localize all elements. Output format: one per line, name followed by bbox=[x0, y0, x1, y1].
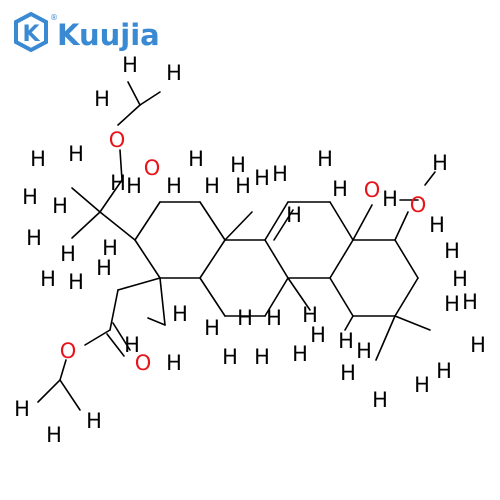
hydrogen-label: H bbox=[26, 226, 42, 250]
hydrogen-label: H bbox=[166, 351, 182, 375]
hydrogen-label: H bbox=[462, 290, 478, 314]
hydrogen-label: H bbox=[94, 87, 110, 111]
hydrogen-label: H bbox=[235, 174, 251, 198]
hydrogen-label: H bbox=[110, 171, 126, 195]
logo-wordmark: Kuujia bbox=[57, 18, 160, 52]
hydrogen-label: H bbox=[166, 61, 182, 85]
hydrogen-label: H bbox=[22, 185, 38, 209]
hydrogen-label: H bbox=[429, 213, 445, 237]
hydrogen-label: H bbox=[14, 397, 30, 421]
hydroxyl-oxygen-label: O bbox=[410, 193, 427, 217]
oxygen-label: O bbox=[60, 339, 77, 363]
hydrogen-label: H bbox=[382, 187, 398, 211]
hydrogen-label: H bbox=[102, 236, 118, 260]
hydrogen-label: H bbox=[452, 267, 468, 291]
hydrogen-label: H bbox=[222, 345, 238, 369]
hydrogen-label: H bbox=[254, 166, 270, 190]
hydrogen-label: H bbox=[338, 329, 354, 353]
hydrogen-label: H bbox=[96, 256, 112, 280]
hydrogen-label: H bbox=[188, 147, 204, 171]
hydrogen-atoms: H H H H H H H H H H H H H H H H H H H H … bbox=[14, 53, 486, 447]
hydrogen-label: H bbox=[332, 177, 348, 201]
hydrogen-label: H bbox=[317, 147, 333, 171]
hydrogen-label: H bbox=[46, 423, 62, 447]
hydrogen-label: H bbox=[372, 388, 388, 412]
hydrogen-label: H bbox=[68, 142, 84, 166]
oxygen-label: O bbox=[109, 128, 126, 152]
hydrogen-label: H bbox=[414, 373, 430, 397]
hydrogen-label: H bbox=[266, 306, 282, 330]
hydrogen-label: H bbox=[172, 302, 188, 326]
hydrogen-label: H bbox=[68, 270, 84, 294]
logo-registered-mark: ® bbox=[50, 13, 58, 22]
oxygen-label: O bbox=[135, 351, 152, 375]
hydrogen-label: H bbox=[310, 323, 326, 347]
hydrogen-label: H bbox=[86, 409, 102, 433]
hydrogen-label: H bbox=[230, 153, 246, 177]
hydrogen-label: H bbox=[204, 316, 220, 340]
hydrogen-label: H bbox=[254, 345, 270, 369]
hydrogen-label: H bbox=[60, 242, 76, 266]
bond-lines bbox=[37, 81, 436, 411]
hydrogen-label: H bbox=[204, 174, 220, 198]
hydrogen-label: H bbox=[432, 151, 448, 175]
hydrogen-label: H bbox=[237, 306, 253, 330]
hydrogen-label: H bbox=[126, 174, 142, 198]
hydrogen-label: H bbox=[340, 361, 356, 385]
hydrogen-label: H bbox=[292, 342, 308, 366]
hydrogen-label: H bbox=[302, 303, 318, 327]
hydrogen-label: H bbox=[52, 194, 68, 218]
kuujia-logo: K Kuujia ® bbox=[14, 11, 160, 53]
oxygen-label: O bbox=[364, 178, 381, 202]
hydrogen-label: H bbox=[356, 339, 372, 363]
logo-hexagon-icon bbox=[14, 11, 48, 53]
hydrogen-label: H bbox=[124, 333, 140, 357]
hydrogen-label: H bbox=[30, 147, 46, 171]
oxygen-label: O bbox=[144, 156, 161, 180]
hydrogen-label: H bbox=[166, 174, 182, 198]
hydrogen-label: H bbox=[444, 239, 460, 263]
hydrogen-label: H bbox=[272, 162, 288, 186]
hydrogen-label: H bbox=[122, 53, 138, 77]
hydrogen-label: H bbox=[40, 267, 56, 291]
logo-letter: K bbox=[22, 22, 40, 47]
hydrogen-label: H bbox=[286, 203, 302, 227]
hydrogen-label: H bbox=[470, 333, 486, 357]
oxygen-atoms: O O O O O O bbox=[60, 128, 427, 375]
hydrogen-label: H bbox=[444, 292, 460, 316]
hydrogen-label: H bbox=[436, 359, 452, 383]
